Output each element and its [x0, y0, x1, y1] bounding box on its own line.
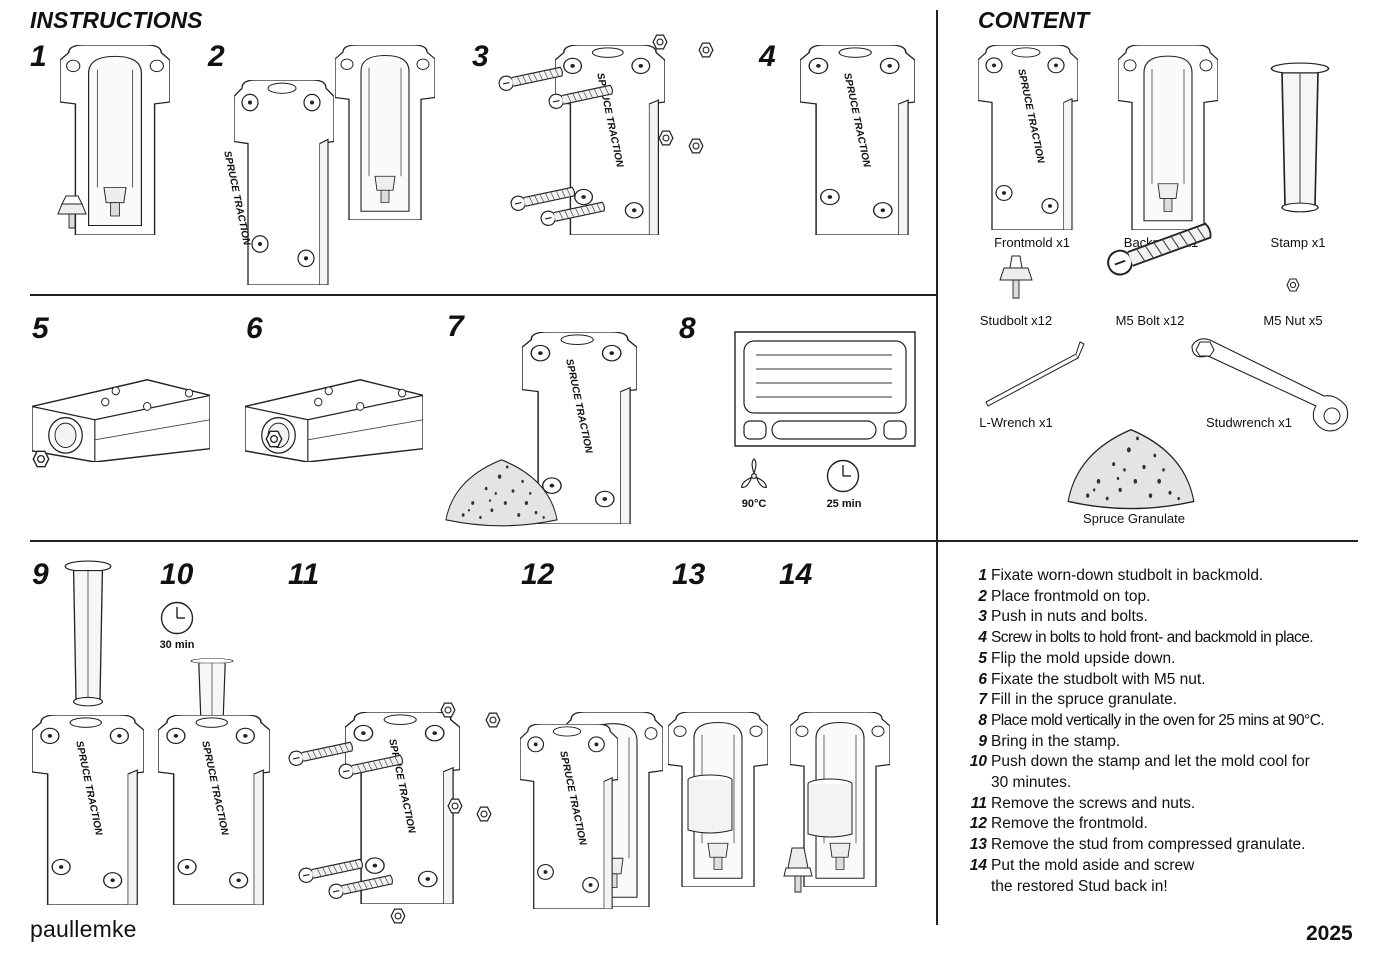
step9-stamp-illustration	[64, 560, 112, 708]
step3-nut-illustration	[698, 42, 714, 58]
content-m5nut-illustration	[1286, 278, 1300, 292]
step2-backmold-illustration	[335, 45, 435, 220]
timer-icon	[160, 601, 194, 635]
step6-nut-illustration	[265, 430, 283, 448]
step-number-8: 8	[679, 312, 696, 345]
content-label-stamp: Stamp x1	[1270, 235, 1326, 250]
step-number-5: 5	[32, 312, 49, 345]
step11-nut-illustration	[440, 702, 456, 718]
brand-logo: paullemke	[30, 916, 137, 942]
content-label-lwrench: L-Wrench x1	[979, 415, 1053, 430]
step-number-14: 14	[779, 558, 813, 591]
step-number-9: 9	[32, 558, 49, 591]
step-number-2: 2	[208, 40, 225, 73]
step-number-3: 3	[472, 40, 489, 73]
content-lwrench-illustration	[984, 340, 1094, 406]
step7-granulate-illustration	[444, 455, 559, 527]
step12-frontmold-illustration	[520, 724, 618, 909]
step14-restored-stud-illustration	[782, 846, 814, 896]
content-label-m5nut: M5 Nut x5	[1263, 313, 1323, 328]
step-number-6: 6	[246, 312, 263, 345]
step14-compressed-stud-illustration	[806, 778, 854, 840]
step2-frontmold-illustration	[234, 80, 334, 285]
oven-temperature: 90°C	[741, 498, 767, 510]
step-number-13: 13	[672, 558, 706, 591]
content-stamp-illustration	[1270, 62, 1330, 214]
step5-mold-illustration	[32, 362, 210, 462]
step-number-12: 12	[521, 558, 555, 591]
step13-compressed-stud-illustration	[686, 774, 734, 836]
step11-nut-illustration	[476, 806, 492, 822]
step5-nut-illustration	[32, 450, 50, 468]
cool-timer-label: 30 min	[159, 639, 195, 651]
step-number-11: 11	[288, 558, 320, 591]
step-number-4: 4	[759, 40, 776, 73]
content-granulate-illustration	[1066, 424, 1196, 510]
step-number-10: 10	[160, 558, 194, 591]
step11-nut-illustration	[390, 908, 406, 924]
step11-nut-illustration	[447, 798, 463, 814]
divider-middle	[30, 540, 1358, 542]
step11-nut-illustration	[485, 712, 501, 728]
step3-nut-illustration	[652, 34, 668, 50]
step-number-1: 1	[30, 40, 47, 73]
oven-time: 25 min	[826, 498, 862, 510]
content-heading: CONTENT	[978, 7, 1090, 33]
oven-illustration	[734, 331, 916, 447]
content-studbolt-illustration	[996, 254, 1036, 302]
step3-nut-illustration	[658, 130, 674, 146]
year-label: 2025	[1306, 922, 1353, 945]
content-label-granulate: Spruce Granulate	[1083, 511, 1185, 526]
divider-top	[30, 294, 937, 296]
instructions-heading: INSTRUCTIONS	[30, 7, 203, 33]
step-number-7: 7	[447, 310, 464, 343]
content-frontmold-illustration	[978, 45, 1078, 230]
content-studwrench-illustration	[1186, 334, 1354, 434]
content-backmold-illustration	[1118, 45, 1218, 230]
clock-icon	[826, 459, 860, 493]
content-label-m5bolt: M5 Bolt x12	[1115, 313, 1185, 328]
step3-nut-illustration	[688, 138, 704, 154]
content-label-studbolt: Studbolt x12	[979, 313, 1053, 328]
step1-studbolt-illustration	[52, 190, 92, 232]
fan-icon	[735, 457, 773, 495]
content-label-studwrench: Studwrench x1	[1206, 415, 1292, 430]
divider-vertical	[936, 10, 938, 925]
content-label-frontmold: Frontmold x1	[994, 235, 1070, 250]
